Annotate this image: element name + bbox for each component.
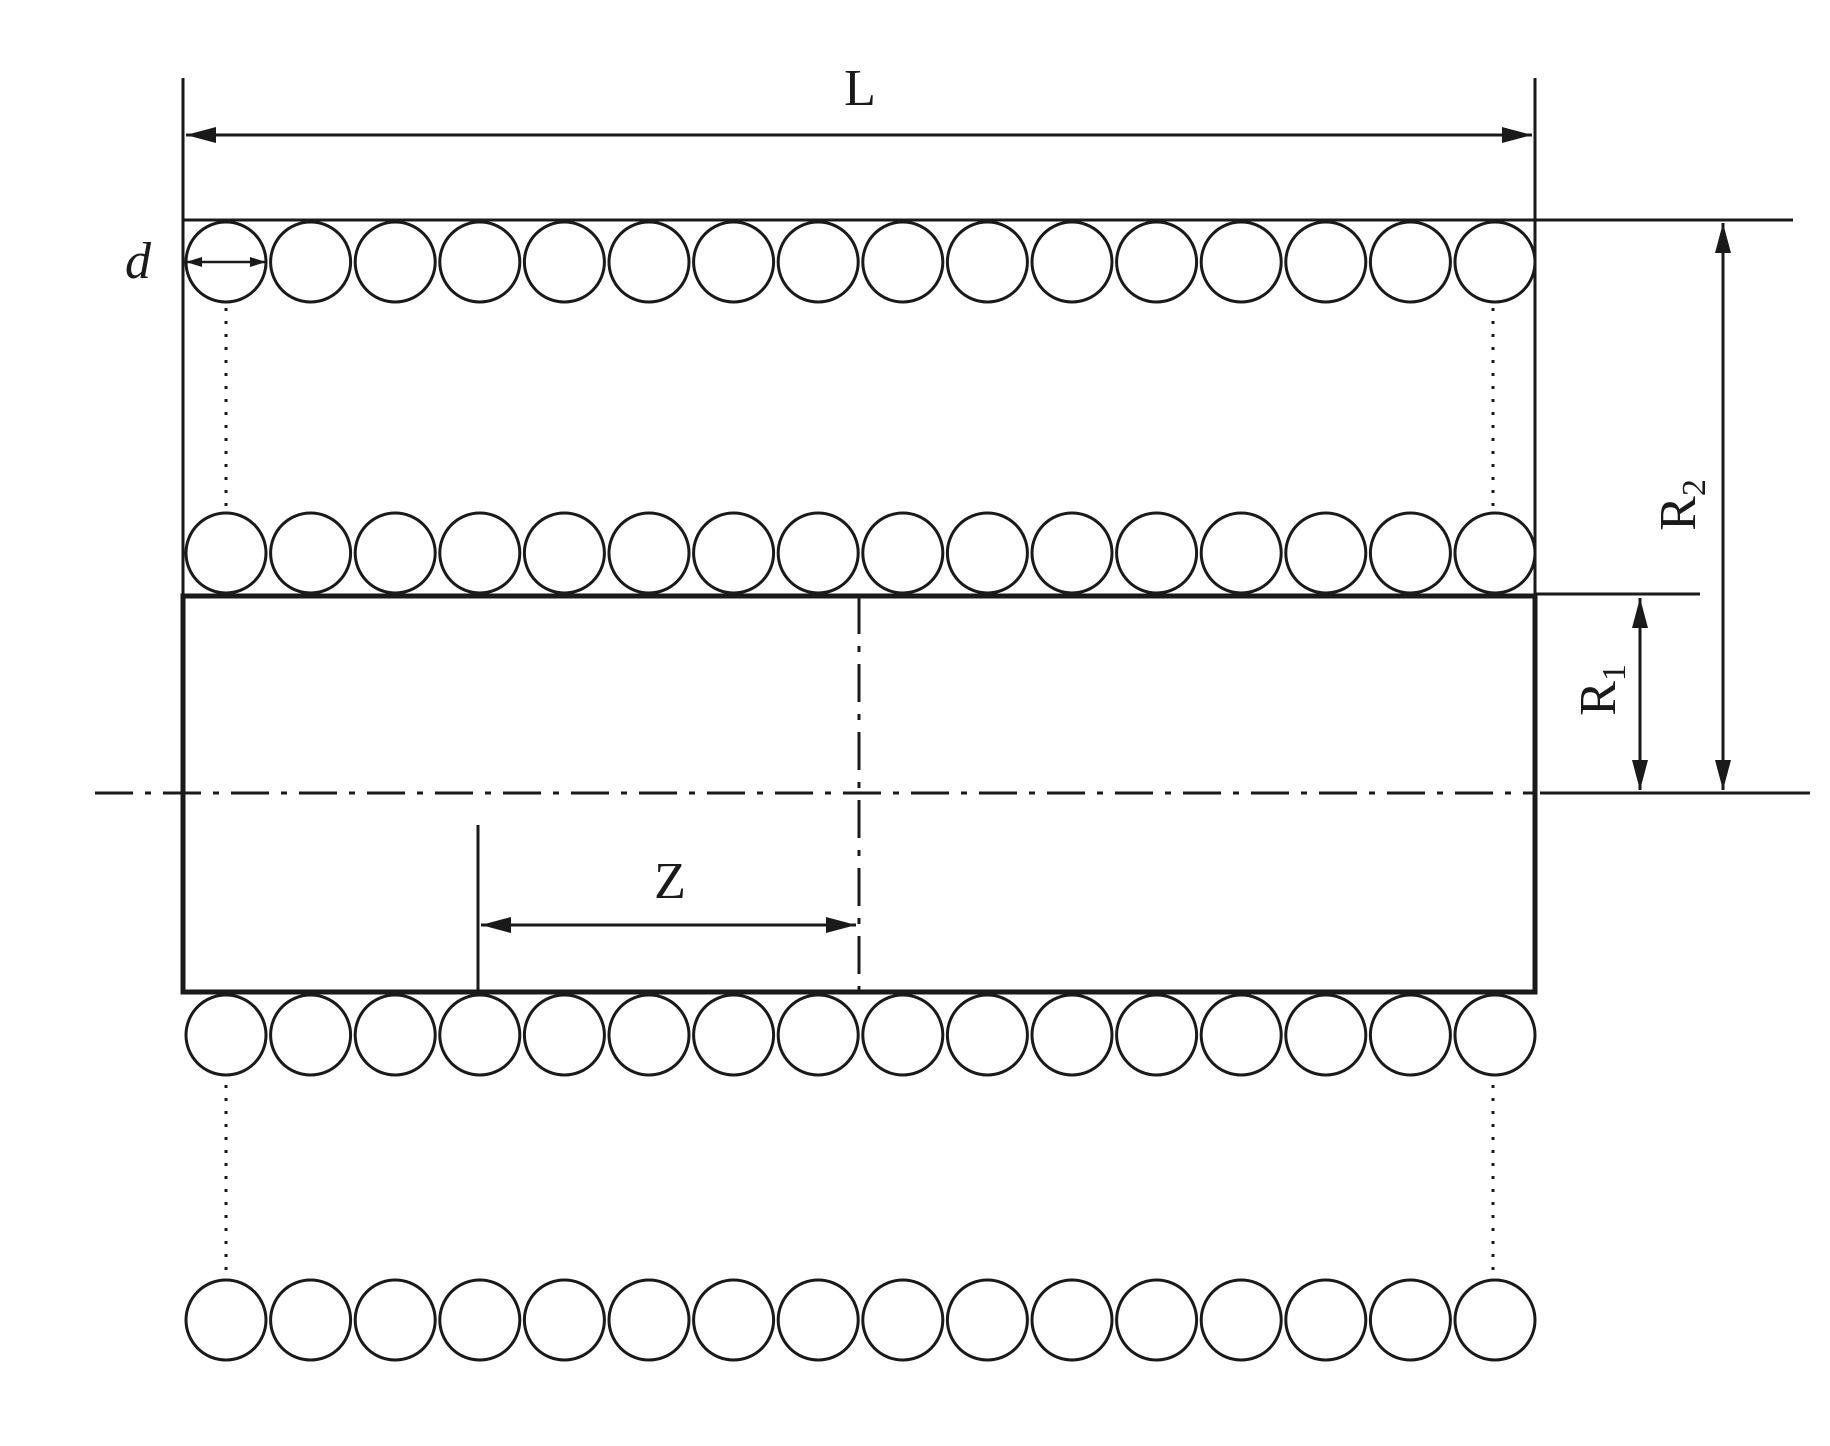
wire-turn-top-outer — [1368, 220, 1452, 304]
wire-turn-bottom-inner — [1115, 993, 1199, 1077]
wire-turn-bottom-outer — [1115, 1278, 1199, 1362]
wire-turn-bottom-outer — [1284, 1278, 1368, 1362]
wire-turn-bottom-outer — [607, 1278, 691, 1362]
winding-layer-top-inner — [184, 511, 1537, 595]
wire-turn-top-inner — [776, 511, 860, 595]
outer-radius-label: R2 — [1650, 479, 1713, 531]
wire-turn-top-outer — [1030, 220, 1114, 304]
wire-turn-top-outer — [269, 220, 353, 304]
wire-turn-bottom-outer — [861, 1278, 945, 1362]
wire-turn-top-inner — [522, 511, 606, 595]
wire-turn-top-inner — [945, 511, 1029, 595]
winding-layer-bottom-inner — [184, 993, 1537, 1077]
wire-turn-bottom-inner — [1199, 993, 1283, 1077]
wire-turn-bottom-outer — [1368, 1278, 1452, 1362]
wire-turn-top-inner — [1030, 511, 1114, 595]
wire-turn-top-inner — [184, 511, 268, 595]
wire-turn-bottom-inner — [692, 993, 776, 1077]
wire-turn-top-inner — [1115, 511, 1199, 595]
wire-turn-top-inner — [438, 511, 522, 595]
wire-turn-bottom-inner — [945, 993, 1029, 1077]
wire-turn-top-inner — [1284, 511, 1368, 595]
wire-turn-top-inner — [1453, 511, 1537, 595]
wire-turn-bottom-inner — [607, 993, 691, 1077]
wire-turn-bottom-inner — [1284, 993, 1368, 1077]
wire-turn-bottom-outer — [945, 1278, 1029, 1362]
wire-turn-top-outer — [861, 220, 945, 304]
wire-turn-top-inner — [861, 511, 945, 595]
wire-turn-bottom-inner — [269, 993, 353, 1077]
wire-turn-bottom-inner — [1453, 993, 1537, 1077]
wire-turn-top-outer — [1453, 220, 1537, 304]
wire-turn-bottom-outer — [1030, 1278, 1114, 1362]
wire-turn-top-outer — [945, 220, 1029, 304]
wire-turn-bottom-inner — [438, 993, 522, 1077]
wire-turn-bottom-inner — [861, 993, 945, 1077]
wire-turn-bottom-outer — [184, 1278, 268, 1362]
inner-radius-label-sub: 1 — [1596, 664, 1633, 681]
wire-turn-top-outer — [607, 220, 691, 304]
wire-turn-bottom-outer — [438, 1278, 522, 1362]
wire-turn-top-outer — [692, 220, 776, 304]
wire-turn-top-inner — [353, 511, 437, 595]
wire-turn-top-inner — [1199, 511, 1283, 595]
wire-turn-top-outer — [522, 220, 606, 304]
wire-turn-bottom-outer — [1453, 1278, 1537, 1362]
wire-turn-top-outer — [776, 220, 860, 304]
wire-turn-top-outer — [1115, 220, 1199, 304]
wire-turn-bottom-inner — [1030, 993, 1114, 1077]
wire-turn-bottom-inner — [353, 993, 437, 1077]
wire-turn-top-inner — [607, 511, 691, 595]
wire-turn-bottom-outer — [692, 1278, 776, 1362]
wire-turn-top-outer — [438, 220, 522, 304]
wire-turn-bottom-outer — [522, 1278, 606, 1362]
wire-turn-top-inner — [692, 511, 776, 595]
wire-turn-bottom-inner — [1368, 993, 1452, 1077]
winding-layer-bottom-outer — [184, 1278, 1537, 1362]
wire-turn-top-outer — [1199, 220, 1283, 304]
wire-turn-bottom-outer — [353, 1278, 437, 1362]
wire-turn-top-inner — [269, 511, 353, 595]
outer-radius-label-main: R — [1650, 496, 1707, 531]
wire-turn-top-inner — [1368, 511, 1452, 595]
wire-turn-bottom-inner — [184, 993, 268, 1077]
winding-layer-top-outer — [184, 220, 1537, 304]
wire-turn-bottom-outer — [269, 1278, 353, 1362]
wire-turn-bottom-outer — [1199, 1278, 1283, 1362]
inner-radius-label: R1 — [1570, 664, 1633, 716]
wire-turn-top-outer — [353, 220, 437, 304]
outer-radius-label-sub: 2 — [1676, 479, 1713, 496]
wire-turn-bottom-inner — [522, 993, 606, 1077]
wire-turn-top-outer — [1284, 220, 1368, 304]
wire-turn-bottom-outer — [776, 1278, 860, 1362]
position-label: Z — [654, 853, 686, 910]
diameter-label: d — [125, 233, 152, 290]
wire-turn-bottom-inner — [776, 993, 860, 1077]
inner-radius-label-main: R — [1570, 681, 1627, 716]
length-label: L — [844, 60, 876, 117]
